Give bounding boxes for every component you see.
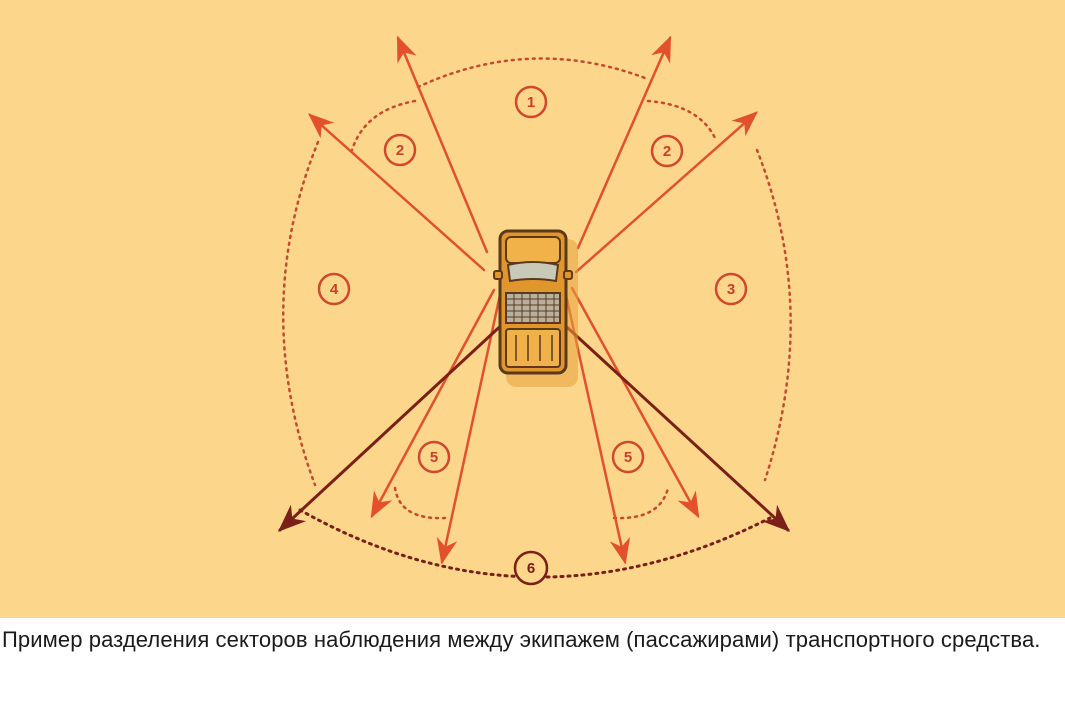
sector-4-marker: 4 xyxy=(317,272,351,306)
sector-6-label: 6 xyxy=(527,560,535,577)
sector-1-marker: 1 xyxy=(514,85,548,119)
sector-3-marker: 3 xyxy=(714,272,748,306)
arrow-front-left xyxy=(396,35,489,254)
sector-5-right-marker: 5 xyxy=(611,440,645,474)
sector-5-right-label: 5 xyxy=(624,449,632,466)
arrow-left-upper xyxy=(308,113,486,272)
observation-sectors-diagram: 1 2 2 3 4 5 5 xyxy=(0,0,1065,618)
sector-5-left-label: 5 xyxy=(430,449,438,466)
arrow-rear-left-outer xyxy=(370,288,496,519)
boundary-rear-right-inner xyxy=(612,486,670,520)
sector-2-right-label: 2 xyxy=(663,143,671,160)
arrow-rear-left-inner xyxy=(436,293,502,565)
boundary-right-arc xyxy=(755,148,792,482)
sector-labels: 1 2 2 3 4 5 5 xyxy=(317,85,748,586)
sector-4-label: 4 xyxy=(330,281,339,298)
figure-caption: Пример разделения секторов наблюдения ме… xyxy=(2,627,1041,652)
boundary-front-left-inner xyxy=(350,99,417,152)
boundary-front-arc xyxy=(416,57,647,89)
sector-6-marker: 6 xyxy=(513,550,549,586)
arrow-rear-dark-left xyxy=(277,294,535,532)
arrow-rear-right-outer xyxy=(570,286,700,519)
boundary-left-arc xyxy=(282,140,320,487)
arrow-front-right xyxy=(576,35,672,250)
sector-3-label: 3 xyxy=(727,281,735,298)
arrow-right-upper xyxy=(574,111,758,274)
boundary-rear-left-inner xyxy=(393,486,447,520)
sector-5-left-marker: 5 xyxy=(417,440,451,474)
sector-2-left-marker: 2 xyxy=(383,133,417,167)
sector-1-label: 1 xyxy=(527,94,535,111)
sector-2-right-marker: 2 xyxy=(650,134,684,168)
sector-2-left-label: 2 xyxy=(396,142,404,159)
boundary-front-right-inner xyxy=(646,99,718,142)
pickup-truck-top-view-icon xyxy=(493,229,578,387)
